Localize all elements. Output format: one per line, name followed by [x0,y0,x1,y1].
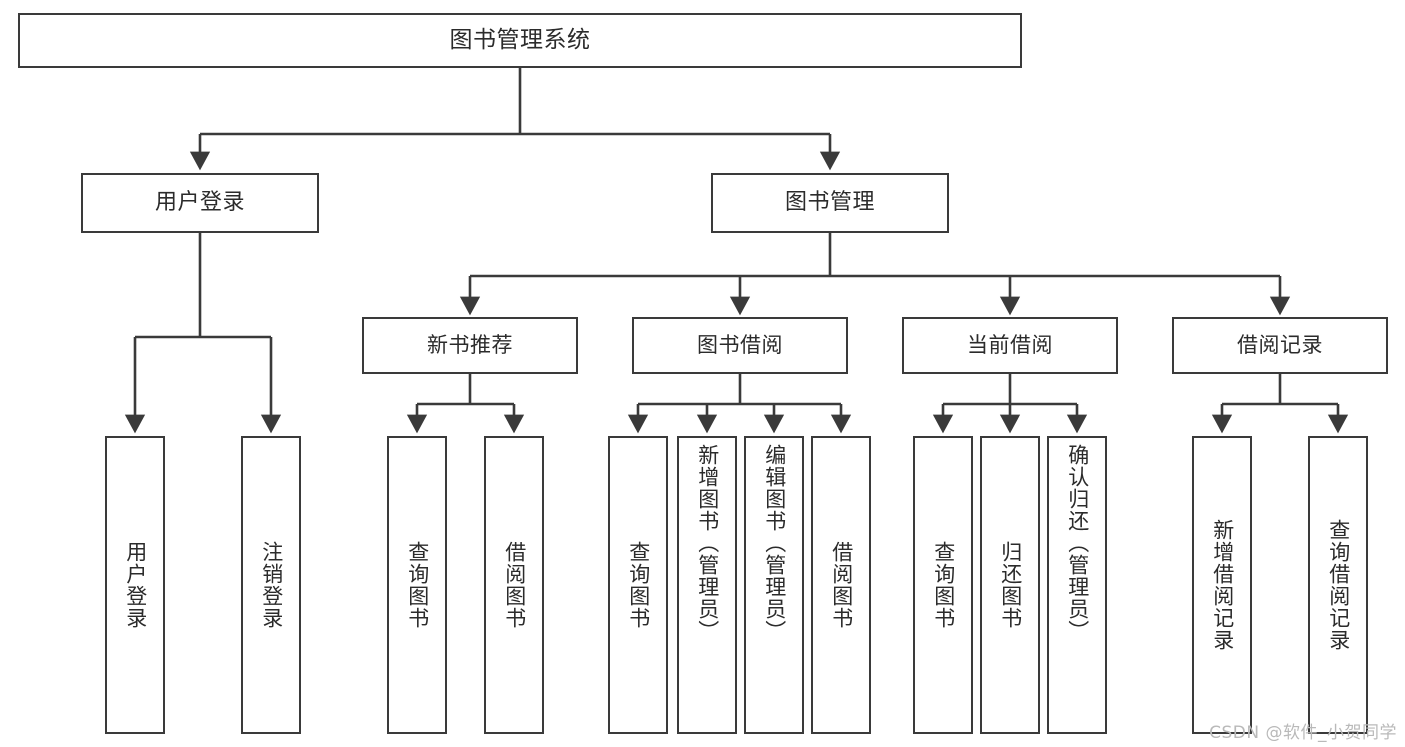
node-leaf-borrow-book-label: 借阅图书 [829,541,854,629]
node-leaf-query-book-current-label: 查询图书 [931,541,956,629]
node-book-borrow-label: 图书借阅 [697,332,783,357]
node-borrow-record-label: 借阅记录 [1237,332,1323,357]
node-book-borrow[interactable]: 图书借阅 [632,317,848,374]
node-leaf-borrow-book-recommend-label: 借阅图书 [502,541,527,629]
node-leaf-query-book-recommend-label: 查询图书 [405,541,430,629]
node-leaf-user-login[interactable]: 用户登录 [105,436,165,734]
node-leaf-query-borrow-record[interactable]: 查询借阅记录 [1308,436,1368,734]
node-borrow-record[interactable]: 借阅记录 [1172,317,1388,374]
node-leaf-logout[interactable]: 注销登录 [241,436,301,734]
node-leaf-confirm-return-admin-label: 确认归还（管理员） [1065,444,1090,642]
node-new-book-recommend[interactable]: 新书推荐 [362,317,578,374]
node-root-system-label: 图书管理系统 [449,27,591,54]
node-leaf-user-login-label: 用户登录 [123,541,148,629]
node-leaf-query-book-recommend[interactable]: 查询图书 [387,436,447,734]
node-leaf-query-book-current[interactable]: 查询图书 [913,436,973,734]
node-leaf-query-borrow-record-label: 查询借阅记录 [1326,519,1351,651]
node-leaf-add-book-admin[interactable]: 新增图书（管理员） [677,436,737,734]
node-root-system[interactable]: 图书管理系统 [18,13,1022,68]
node-user-login[interactable]: 用户登录 [81,173,319,233]
node-leaf-edit-book-admin-label: 编辑图书（管理员） [762,444,787,642]
node-current-borrow[interactable]: 当前借阅 [902,317,1118,374]
node-leaf-add-borrow-record[interactable]: 新增借阅记录 [1192,436,1252,734]
node-leaf-return-book-label: 归还图书 [998,541,1023,629]
node-leaf-edit-book-admin[interactable]: 编辑图书（管理员） [744,436,804,734]
node-user-login-label: 用户登录 [154,189,245,215]
node-leaf-borrow-book[interactable]: 借阅图书 [811,436,871,734]
node-leaf-query-book-borrow[interactable]: 查询图书 [608,436,668,734]
node-current-borrow-label: 当前借阅 [967,332,1053,357]
node-leaf-borrow-book-recommend[interactable]: 借阅图书 [484,436,544,734]
node-book-management[interactable]: 图书管理 [711,173,949,233]
node-new-book-recommend-label: 新书推荐 [427,332,513,357]
node-leaf-return-book[interactable]: 归还图书 [980,436,1040,734]
node-book-management-label: 图书管理 [784,189,875,215]
node-leaf-logout-label: 注销登录 [259,541,284,629]
node-leaf-add-borrow-record-label: 新增借阅记录 [1210,519,1235,651]
node-leaf-confirm-return-admin[interactable]: 确认归还（管理员） [1047,436,1107,734]
watermark-text: CSDN @软件_小贺同学 [1209,723,1397,743]
node-leaf-add-book-admin-label: 新增图书（管理员） [695,444,720,642]
node-leaf-query-book-borrow-label: 查询图书 [626,541,651,629]
